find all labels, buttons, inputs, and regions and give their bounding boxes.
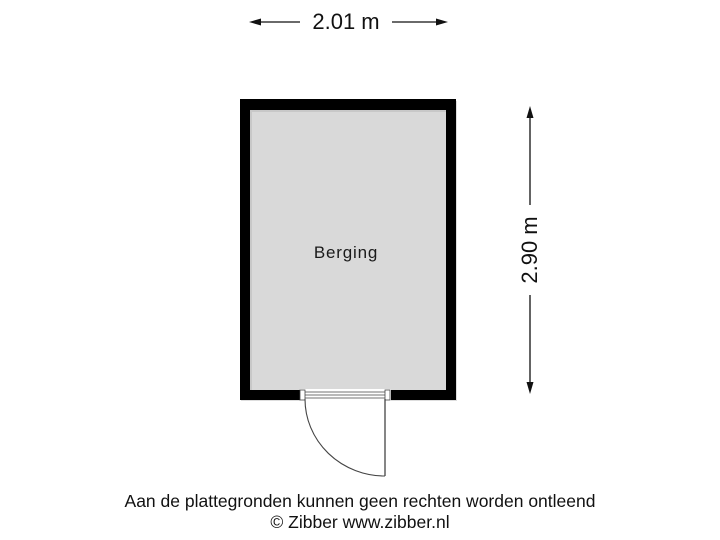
copyright-text: © Zibber www.zibber.nl [270,512,450,532]
depth-dimension-label: 2.90 m [517,205,543,295]
disclaimer-text: Aan de plattegronden kunnen geen rechten… [124,491,596,511]
room-floor-berging [250,110,446,390]
width-dimension-arrow [249,18,448,26]
walls [240,99,457,401]
depth-dimension-arrow [526,106,534,394]
room-label-berging: Berging [313,243,379,262]
door [299,389,391,477]
width-dimension-label: 2.01 m [300,9,392,35]
door-swing-arc [304,398,386,477]
footer: Aan de plattegronden kunnen geen rechten… [0,491,720,533]
